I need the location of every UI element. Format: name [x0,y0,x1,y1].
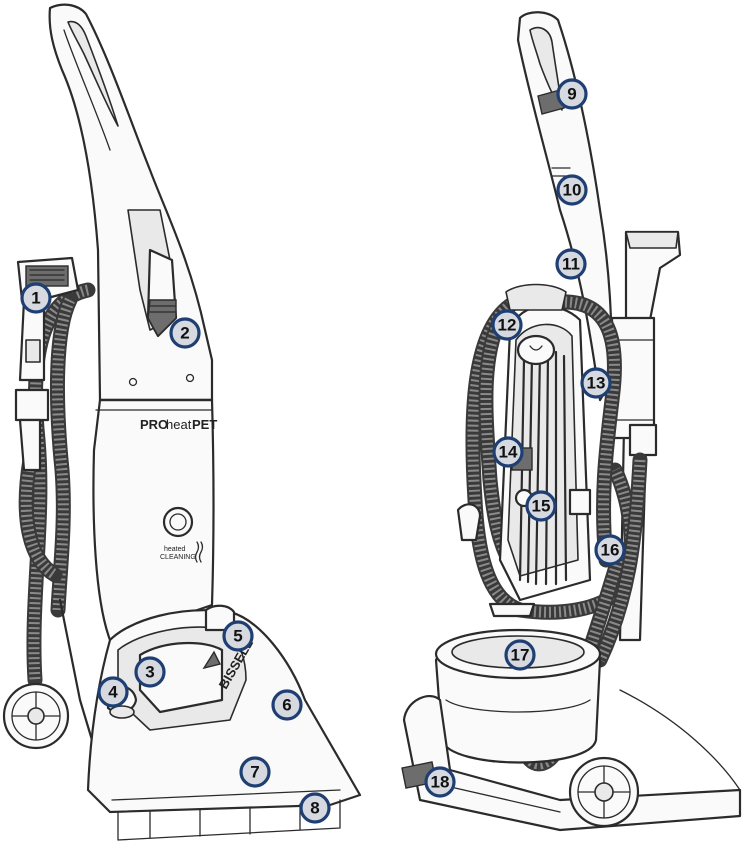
callout-7: 7 [239,756,271,788]
callout-label: 14 [499,443,518,462]
callout-3: 3 [134,656,166,688]
back-base [402,694,742,832]
tool-holder [127,209,178,338]
callout-2: 2 [169,317,201,349]
callout-16: 16 [594,534,626,566]
callout-label: 16 [601,541,620,560]
callout-11: 11 [555,248,587,280]
callout-9: 9 [556,78,588,110]
callout-1: 1 [20,282,52,314]
callout-label: 9 [567,85,576,104]
power-cord-wrap [518,348,568,586]
callout-label: 2 [180,324,189,343]
heated-label-top: heated [164,546,186,553]
callout-label: 17 [511,646,530,665]
callout-label: 10 [563,181,582,200]
callout-label: 7 [250,763,259,782]
callout-label: 12 [498,316,517,335]
back-wheel [568,756,640,828]
callout-label: 5 [233,627,242,646]
callout-label: 3 [145,663,154,682]
callout-13: 13 [580,367,612,399]
callout-15: 15 [525,490,557,522]
callout-label: 1 [31,289,40,308]
heated-label-bottom: CLEANING [160,554,196,561]
callout-4: 4 [97,676,129,708]
callout-10: 10 [556,174,588,206]
heated-cleaning-badge: heated CLEANING [160,506,204,563]
callout-18: 18 [424,766,456,798]
callout-label: 13 [587,374,606,393]
brand-pro: PRO [140,417,168,432]
callout-label: 15 [532,497,551,516]
callout-label: 8 [310,799,319,818]
callout-6: 6 [271,689,303,721]
callout-14: 14 [492,436,524,468]
callout-8: 8 [299,792,331,824]
front-wheel [2,682,70,750]
callout-12: 12 [491,309,523,341]
front-tank-body [92,398,215,642]
callout-label: 6 [282,696,291,715]
callout-label: 18 [431,773,450,792]
brand-pet: PET [192,417,217,432]
callout-5: 5 [222,620,254,652]
callout-label: 11 [562,255,580,274]
back-view [401,11,742,832]
front-view: PRO heat PET heated CLEANING BISSELL [2,3,362,841]
callout-label: 4 [108,683,118,702]
dirty-water-tank [434,602,602,764]
brand-heat: heat [166,417,192,432]
callout-17: 17 [504,639,536,671]
